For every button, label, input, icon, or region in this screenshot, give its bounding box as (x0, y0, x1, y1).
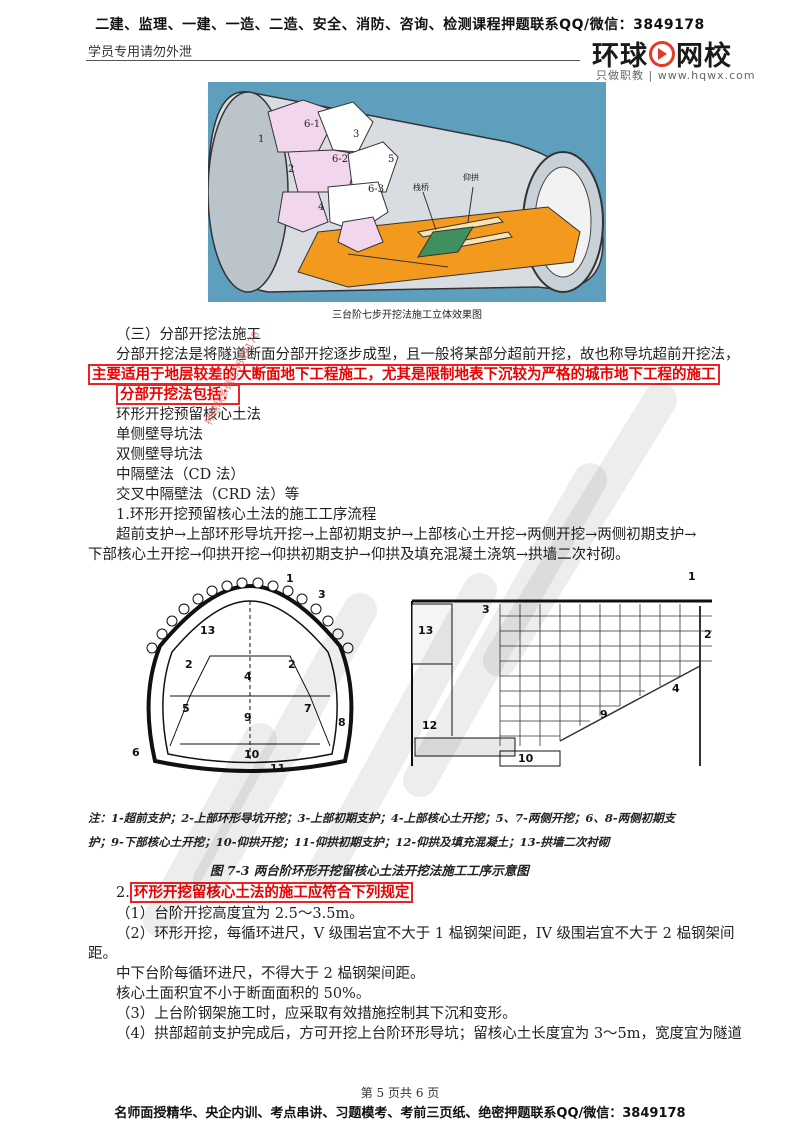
svg-text:3: 3 (482, 603, 490, 616)
rule-1: （1）台阶开挖高度宜为 2.5～3.5m。 (116, 906, 364, 922)
methods-title: 分部开挖法包括： (116, 384, 240, 405)
svg-text:2: 2 (288, 164, 294, 175)
footer-banner: 名师面授精华、央企内训、考点串讲、习题模考、考前三页纸、绝密押题联系QQ/微信：… (114, 1106, 686, 1121)
flow-title: 1.环形开挖预留核心土法的施工工序流程 (116, 507, 377, 523)
svg-text:1: 1 (286, 572, 294, 585)
header-rule (86, 60, 580, 61)
svg-text:3: 3 (353, 129, 359, 140)
method-item: 环形开挖预留核心土法 (116, 407, 261, 423)
rule-2b: 距。 (88, 946, 117, 962)
svg-text:1: 1 (688, 570, 696, 583)
method-item: 交叉中隔壁法（CRD 法）等 (116, 487, 300, 503)
section-title: （三）分部开挖法施工 (116, 327, 261, 343)
method-item: 中隔壁法（CD 法） (116, 467, 245, 483)
rules-title: 2.环形开挖留核心土法的施工应符合下列规定 (116, 882, 414, 903)
top-banner: 二建、监理、一建、一造、二造、安全、消防、咨询、检测课程押题联系QQ/微信：38… (95, 17, 705, 33)
flow-line-2: 下部核心土开挖→仰拱开挖→仰拱初期支护→仰拱及填充混凝土浇筑→拱墙二次衬砌。 (88, 547, 630, 563)
svg-text:5: 5 (182, 702, 190, 715)
svg-text:4: 4 (244, 670, 252, 683)
flow-line-1: 超前支护→上部环形导坑开挖→上部初期支护→上部核心土开挖→两侧开挖→两侧初期支护… (116, 527, 697, 543)
rule-4: （4）拱部超前支护完成后，方可开挖上台阶环形导坑；留核心土长度宜为 3～5m，宽… (116, 1026, 743, 1042)
play-icon (649, 41, 675, 67)
fig1-label: 1 (258, 134, 264, 145)
svg-text:11: 11 (270, 762, 285, 775)
paragraph-1-highlight: 主要适用于地层较差的大断面地下工程施工，尤其是限制地表下沉较为严格的城市地下工程… (88, 364, 720, 385)
figure1-caption: 三台阶七步开挖法施工立体效果图 (332, 310, 482, 321)
svg-text:6-1: 6-1 (304, 119, 320, 130)
method-item: 单侧壁导坑法 (116, 427, 203, 443)
svg-text:栈桥: 栈桥 (413, 182, 429, 192)
svg-text:5: 5 (388, 154, 394, 165)
rule-2c: 中下台阶每循环进尺，不得大于 2 榀钢架间距。 (116, 966, 425, 982)
svg-text:4: 4 (672, 682, 680, 695)
logo-tagline: 只做职教 | www.hqwx.com (596, 69, 756, 82)
svg-text:仰拱: 仰拱 (463, 172, 479, 182)
logo: 环球网校 (592, 41, 732, 72)
svg-text:10: 10 (244, 748, 260, 761)
figure2-caption: 图 7-3 两台阶环形开挖留核心土法开挖法施工工序示意图 (210, 863, 529, 878)
tunnel-3d-figure: 1 6-1 6-2 6-3 2 5 3 4 栈桥 仰拱 (208, 82, 606, 302)
paragraph-1: 分部开挖法是将隧道断面分部开挖逐步成型，且一般将某部分超前开挖，故也称导坑超前开… (116, 347, 740, 363)
svg-text:6: 6 (132, 746, 140, 759)
svg-text:8: 8 (338, 716, 346, 729)
rule-2d: 核心土面积宜不小于断面面积的 50%。 (116, 986, 371, 1002)
svg-text:4: 4 (318, 202, 324, 213)
svg-text:10: 10 (518, 752, 534, 765)
confidential-note: 学员专用请勿外泄 (88, 45, 193, 60)
rule-3: （3）上台阶钢架施工时，应采取有效措施控制其下沉和变形。 (116, 1006, 517, 1022)
svg-text:6-3: 6-3 (368, 184, 384, 195)
page-number: 第 5 页共 6 页 (360, 1086, 440, 1100)
svg-text:2: 2 (704, 628, 712, 641)
svg-text:6-2: 6-2 (332, 154, 348, 165)
svg-text:13: 13 (200, 624, 215, 637)
svg-text:13: 13 (418, 624, 433, 637)
figure2-notes: 注：1-超前支护；2-上部环形导坑开挖；3-上部初期支护；4-上部核心土开挖；5… (88, 811, 676, 849)
svg-text:9: 9 (244, 711, 252, 724)
svg-text:2: 2 (185, 658, 193, 671)
svg-text:3: 3 (318, 588, 326, 601)
svg-text:9: 9 (600, 708, 608, 721)
method-item: 双侧壁导坑法 (116, 447, 203, 463)
svg-text:2: 2 (288, 658, 296, 671)
svg-text:7: 7 (304, 702, 312, 715)
svg-text:12: 12 (422, 719, 437, 732)
rule-2a: （2）环形开挖，每循环进尺，V 级围岩宜不大于 1 榀钢架间距，IV 级围岩宜不… (116, 926, 735, 942)
